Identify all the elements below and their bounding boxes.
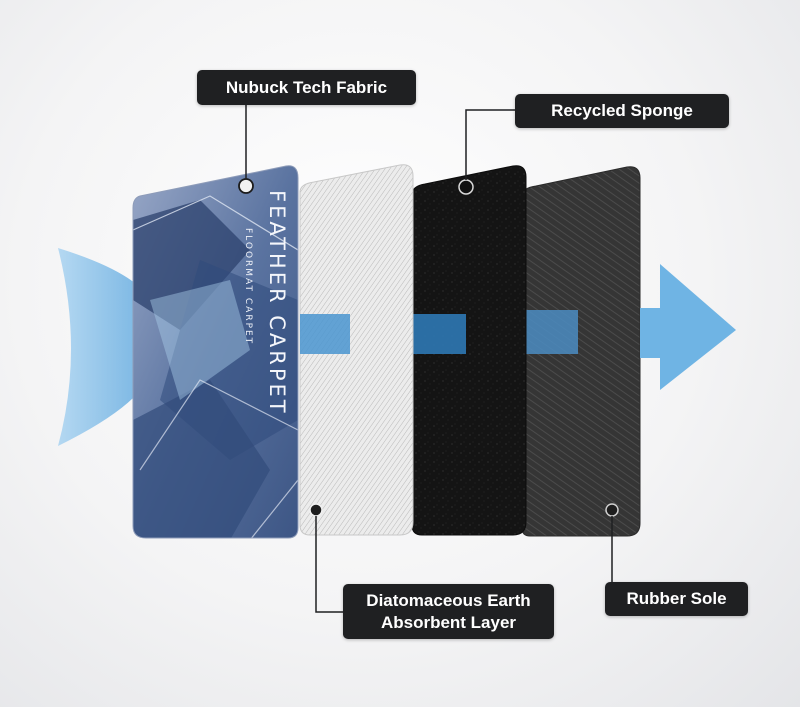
label-recycled-sponge: Recycled Sponge [515,94,729,128]
airflow-segment [412,314,466,354]
label-text: Recycled Sponge [551,101,693,120]
rubber-sole-layer [521,166,641,537]
diatomaceous-pointer-dot [309,503,323,517]
label-text: Nubuck Tech Fabric [225,77,388,97]
recycled-sponge-pointer-dot [458,179,474,195]
airflow-segment [522,310,578,354]
label-nubuck-tech-fabric: Nubuck Tech Fabric [197,70,416,105]
diatomaceous-layer [299,164,414,536]
leader-line-diatomaceous [315,516,343,613]
recycled-sponge-layer [411,165,527,536]
label-text: Rubber Sole [626,589,727,608]
nubuck-pointer-dot [238,178,254,194]
airflow-arrow-tail [58,248,150,446]
airflow-segment [300,314,350,354]
leader-line-sponge [465,109,515,180]
label-text-line-1: Diatomaceous Earth [366,590,531,610]
nubuck-fabric-layer: FEATHER CARPET FLOORMAT CARPET [132,165,299,539]
airflow-arrow-head [640,264,736,390]
label-text-line-2: Absorbent Layer [380,612,517,632]
brand-tagline: FLOORMAT CARPET [243,228,253,345]
brand-name: FEATHER CARPET [265,190,289,416]
label-rubber-sole: Rubber Sole [605,582,748,616]
rubber-sole-pointer-dot [605,503,619,517]
label-diatomaceous-earth: Diatomaceous Earth Absorbent Layer [343,584,554,639]
